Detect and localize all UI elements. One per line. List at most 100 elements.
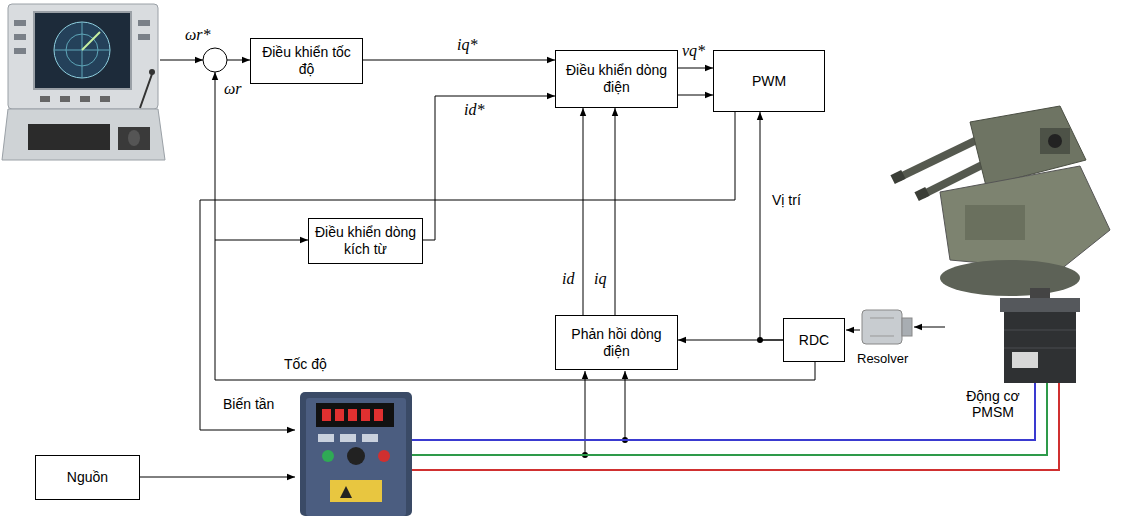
resolver-illustration: [862, 310, 912, 344]
signal-name: iq*: [455, 36, 479, 54]
process-box: Điều khiển dòng điện: [555, 50, 678, 108]
inverter-illustration: [340, 486, 352, 498]
connector-label: Vị trí: [770, 192, 803, 208]
weapon-station-illustration: [914, 187, 929, 201]
connector: [678, 95, 713, 96]
control-console: [118, 127, 150, 150]
control-console: [14, 48, 26, 54]
control-console: [54, 22, 110, 78]
signal-name: vq*: [680, 42, 707, 60]
weapon-station-illustration: [890, 170, 905, 184]
process-box: Điều khiển tốc độ: [250, 38, 363, 84]
control-console: [40, 96, 50, 102]
motor-phase-wires: [412, 383, 1059, 470]
signal-wires: [625, 371, 626, 440]
connector: [140, 477, 295, 478]
box-label: Điều khiển tốc độ: [251, 44, 362, 78]
signal-wires: [160, 60, 945, 455]
part-label: Động cơ PMSM: [955, 388, 1031, 420]
inverter-illustration: [322, 409, 331, 421]
motor-illustration: [1012, 352, 1038, 368]
box-label: Điều khiển dòng điện: [556, 62, 677, 96]
summing-junction: [203, 48, 227, 72]
inverter-illustration: [335, 409, 344, 421]
inverter-illustration: [300, 392, 412, 516]
resolver-illustration: [870, 336, 894, 337]
motor-illustration: [1004, 312, 1076, 383]
resolver-illustration: [862, 310, 902, 344]
control-console: [14, 34, 26, 40]
inverter-label: Biến tần: [223, 396, 274, 413]
process-box: Nguồn: [35, 455, 140, 500]
box-label: Nguồn: [63, 469, 112, 486]
inverter-illustration: [316, 403, 394, 427]
weapon-station-illustration: [1040, 128, 1070, 154]
control-console: [149, 69, 155, 75]
inverter-illustration: [362, 434, 378, 442]
signal-name: id*: [462, 101, 486, 119]
signal-wires: [585, 371, 586, 455]
inverter-illustration: [340, 434, 356, 442]
part-label: Resolver: [855, 352, 910, 367]
control-console: [80, 96, 90, 102]
connector-label: Tốc độ: [282, 356, 329, 372]
connector: [583, 108, 584, 315]
control-console: [60, 96, 70, 102]
box-label: Phản hồi dòng điện: [556, 326, 677, 360]
control-console: [14, 20, 26, 26]
resolver-illustration: [870, 318, 894, 319]
inverter-illustration: [306, 398, 406, 516]
weapon-station-illustration: [965, 205, 1025, 240]
process-box: Điều khiển dòng kích từ: [308, 218, 423, 264]
connector: [363, 60, 555, 61]
motor-illustration: [1004, 330, 1076, 331]
motor-illustration: [1004, 348, 1076, 349]
signal-wires: [914, 327, 945, 328]
control-console: [140, 74, 152, 108]
process-box: PWM: [713, 50, 825, 112]
control-console: [82, 32, 100, 50]
inverter-illustration: [348, 409, 357, 421]
inverter-node: Biến tần: [295, 388, 415, 514]
signal-name: id: [560, 270, 576, 288]
connector: [760, 112, 783, 340]
box-label: RDC: [795, 332, 833, 349]
inverter-illustration: [378, 450, 390, 462]
process-box: RDC: [783, 318, 845, 362]
signal-wires: [227, 60, 250, 61]
resolver-illustration: [902, 318, 912, 336]
inverter-illustration: [361, 409, 370, 421]
control-console: [138, 34, 150, 40]
weapon-station-illustration: [1048, 134, 1062, 148]
connector: [200, 112, 735, 430]
motor-illustration: [1000, 298, 1080, 312]
weapon-station-illustration: [940, 166, 1110, 270]
connector: [678, 68, 713, 69]
control-console: [138, 20, 150, 26]
motor-illustration: [1000, 298, 1080, 383]
signal-name: ωr: [222, 80, 244, 98]
inverter-illustration: [347, 447, 365, 465]
control-console: [33, 11, 132, 90]
connector: [615, 108, 616, 315]
control-console: [2, 4, 165, 160]
signal-wires: [215, 72, 216, 240]
weapon-station-illustration: [890, 106, 1110, 298]
signal-wires: [846, 330, 860, 331]
box-label: PWM: [748, 73, 790, 90]
control-console: [100, 96, 110, 102]
inverter-illustration: [318, 434, 334, 442]
inverter-illustration: [300, 392, 412, 516]
motor-phase-wires: [412, 383, 1047, 455]
weapon-station-illustration: [1030, 288, 1050, 298]
connector: [423, 96, 555, 240]
motor-phase-wires: [412, 383, 1035, 440]
motor-phase-wires: [412, 383, 1059, 470]
process-box: Phản hồi dòng điện: [555, 315, 678, 370]
inverter-illustration: [322, 450, 334, 462]
signal-name: iq: [592, 270, 608, 288]
signal-name: ωr*: [183, 26, 213, 44]
control-console: [128, 130, 140, 146]
inverter-illustration: [330, 480, 382, 502]
